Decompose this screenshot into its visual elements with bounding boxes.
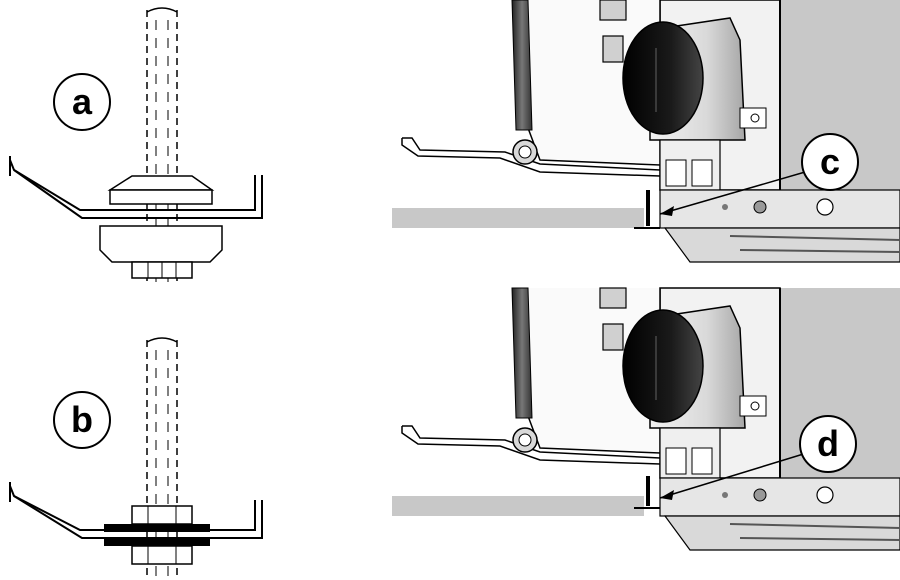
callout-a-label: a	[72, 81, 93, 122]
callout-d-label: d	[817, 423, 839, 464]
callout-c-label: c	[820, 141, 840, 182]
detail-d: d	[391, 287, 900, 551]
callout-b-label: b	[71, 399, 93, 440]
detail-c: c	[391, 0, 900, 263]
detail-a: a	[9, 7, 263, 285]
detail-b: b	[9, 337, 263, 578]
